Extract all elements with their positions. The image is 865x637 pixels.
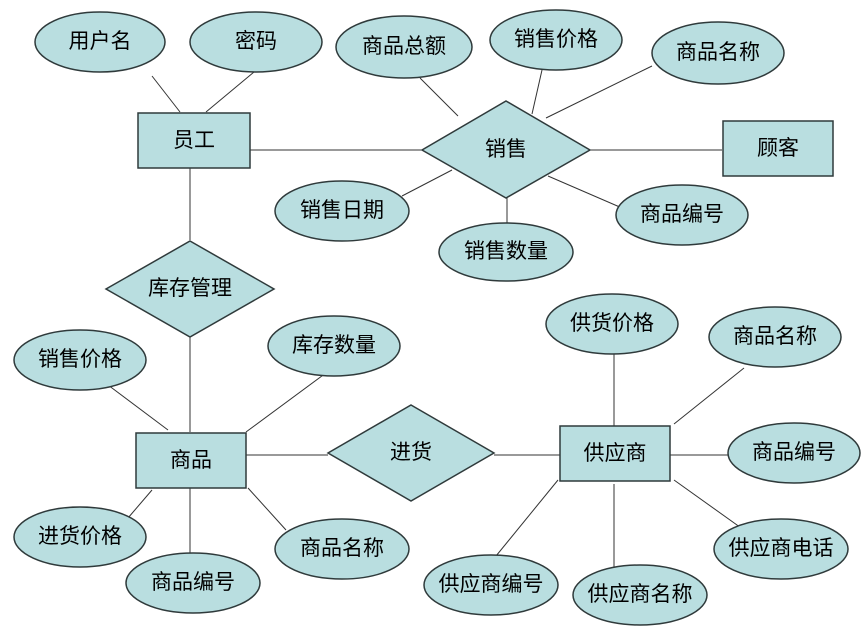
attr-sales-product-name-label: 商品名称	[676, 40, 760, 64]
attr-sales-sale-quantity-label: 销售数量	[464, 239, 548, 263]
line-prodname-product	[247, 487, 287, 531]
attr-sales-total-amount[interactable]: 商品总额	[335, 15, 473, 79]
line-saleprice-sales	[531, 69, 543, 115]
attr-password[interactable]: 密码	[189, 11, 323, 73]
attr-product-sale-price[interactable]: 销售价格	[13, 329, 147, 391]
connectors	[103, 65, 745, 568]
attr-product-product-name[interactable]: 商品名称	[274, 518, 410, 580]
line-prodname-supplier	[673, 367, 745, 425]
attr-supplier-supply-price[interactable]: 供货价格	[545, 293, 679, 355]
relationship-inventory-management-label: 库存管理	[148, 276, 232, 300]
relationship-sales-label: 销售	[485, 137, 527, 161]
attr-product-stock-quantity-label: 库存数量	[292, 333, 376, 357]
attr-supplier-phone[interactable]: 供应商电话	[713, 518, 849, 580]
attr-sales-product-name[interactable]: 商品名称	[651, 21, 785, 85]
line-username-employee	[151, 75, 181, 113]
attr-password-label: 密码	[235, 29, 277, 53]
attr-username-label: 用户名	[69, 29, 132, 53]
attr-sales-total-amount-label: 商品总额	[362, 34, 446, 58]
relationship-inventory-management[interactable]: 库存管理	[104, 240, 276, 338]
attr-product-product-code-label: 商品编号	[151, 570, 235, 594]
attr-supplier-code[interactable]: 供应商编号	[423, 554, 559, 616]
attr-supplier-product-code[interactable]: 商品编号	[727, 422, 861, 484]
attr-sales-sale-quantity[interactable]: 销售数量	[438, 222, 574, 282]
line-suppliercode-supplier	[495, 479, 559, 557]
attr-supplier-supply-price-label: 供货价格	[570, 311, 654, 335]
line-saleprice-product	[103, 381, 169, 431]
entity-product-label: 商品	[170, 448, 212, 472]
attr-supplier-product-code-label: 商品编号	[752, 440, 836, 464]
line-purchaseprice-product	[127, 489, 153, 519]
attr-product-product-code[interactable]: 商品编号	[125, 552, 261, 614]
attr-sales-product-code-label: 商品编号	[640, 202, 724, 226]
entity-supplier[interactable]: 供应商	[559, 425, 671, 482]
attr-product-stock-quantity[interactable]: 库存数量	[267, 315, 401, 377]
relationship-sales[interactable]: 销售	[420, 100, 592, 199]
relationship-purchase[interactable]: 进货	[326, 404, 496, 502]
line-saledate-sales	[401, 169, 453, 197]
entity-customer-label: 顾客	[757, 136, 799, 160]
attr-supplier-product-name[interactable]: 商品名称	[708, 306, 842, 368]
attr-supplier-code-label: 供应商编号	[439, 572, 544, 596]
attr-sales-sale-date-label: 销售日期	[300, 198, 384, 222]
line-stockqty-product	[245, 369, 331, 433]
relationship-purchase-label: 进货	[390, 440, 432, 464]
line-prodname-sales	[545, 65, 653, 119]
line-phone-supplier	[673, 479, 745, 531]
entity-employee[interactable]: 员工	[137, 112, 251, 169]
line-total-sales	[419, 77, 459, 117]
attr-username[interactable]: 用户名	[34, 11, 166, 73]
attr-product-purchase-price-label: 进货价格	[38, 524, 122, 548]
attr-sales-sale-price[interactable]: 销售价格	[489, 9, 623, 71]
attr-product-sale-price-label: 销售价格	[38, 347, 122, 371]
attr-supplier-product-name-label: 商品名称	[733, 324, 817, 348]
line-prodcode-sales	[547, 175, 623, 209]
attr-product-purchase-price[interactable]: 进货价格	[13, 506, 147, 568]
line-password-employee	[205, 71, 255, 113]
attr-sales-sale-date[interactable]: 销售日期	[274, 180, 410, 242]
attr-supplier-name-label: 供应商名称	[588, 582, 693, 606]
attr-supplier-name[interactable]: 供应商名称	[572, 564, 708, 626]
entity-product[interactable]: 商品	[135, 432, 247, 489]
attr-sales-sale-price-label: 销售价格	[514, 27, 598, 51]
entity-customer[interactable]: 顾客	[722, 120, 834, 177]
entity-employee-label: 员工	[173, 128, 215, 152]
attr-product-product-name-label: 商品名称	[300, 536, 384, 560]
entity-supplier-label: 供应商	[584, 441, 647, 465]
attr-sales-product-code[interactable]: 商品编号	[615, 184, 749, 246]
attr-supplier-phone-label: 供应商电话	[729, 536, 834, 560]
